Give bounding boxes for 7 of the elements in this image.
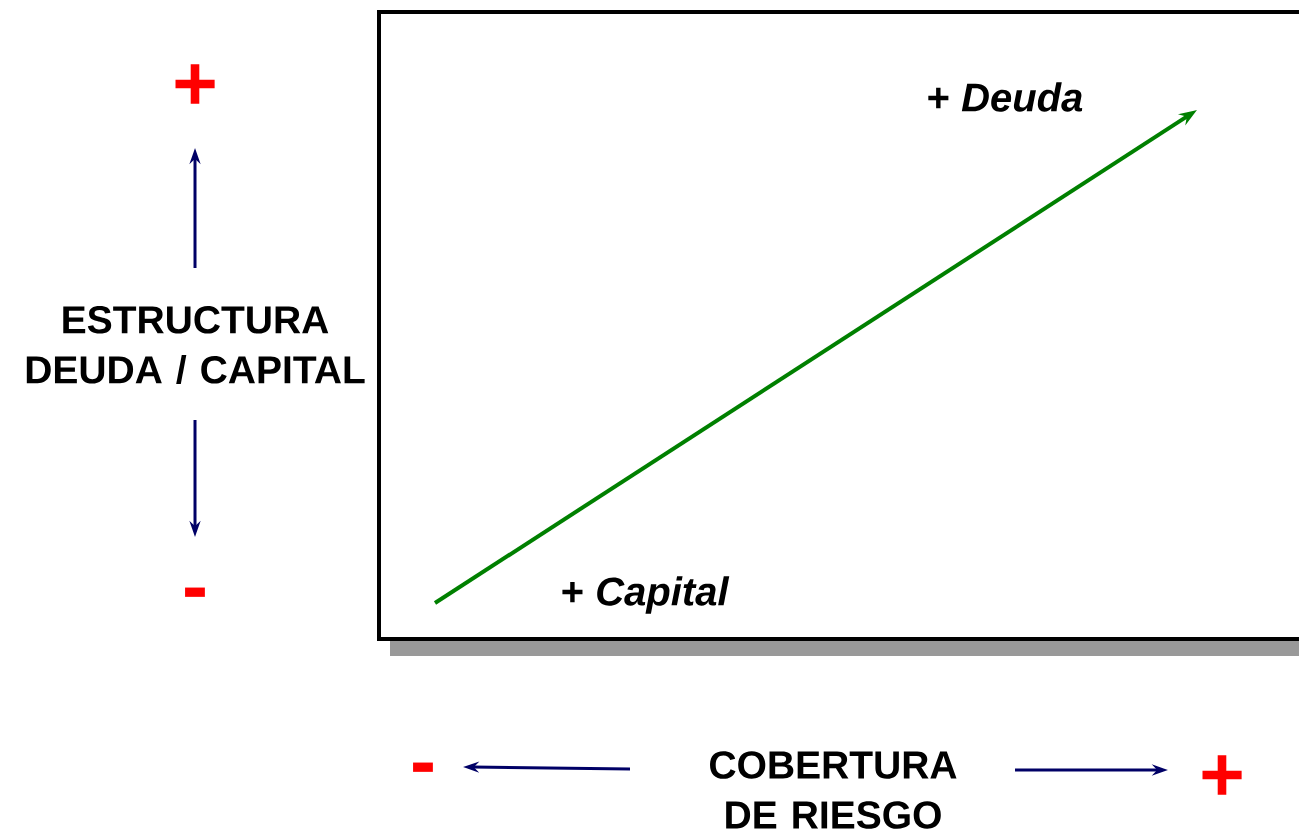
axis-title: COBERTURA DE RIESGO <box>710 751 957 829</box>
sign-label: - <box>185 587 205 597</box>
sign-label: - <box>413 762 433 772</box>
axis-end-label: + Capital <box>562 576 730 614</box>
sign-label: + <box>1202 755 1242 795</box>
sign-label: + <box>175 64 215 104</box>
axis-end-label: + Deuda <box>928 82 1083 112</box>
